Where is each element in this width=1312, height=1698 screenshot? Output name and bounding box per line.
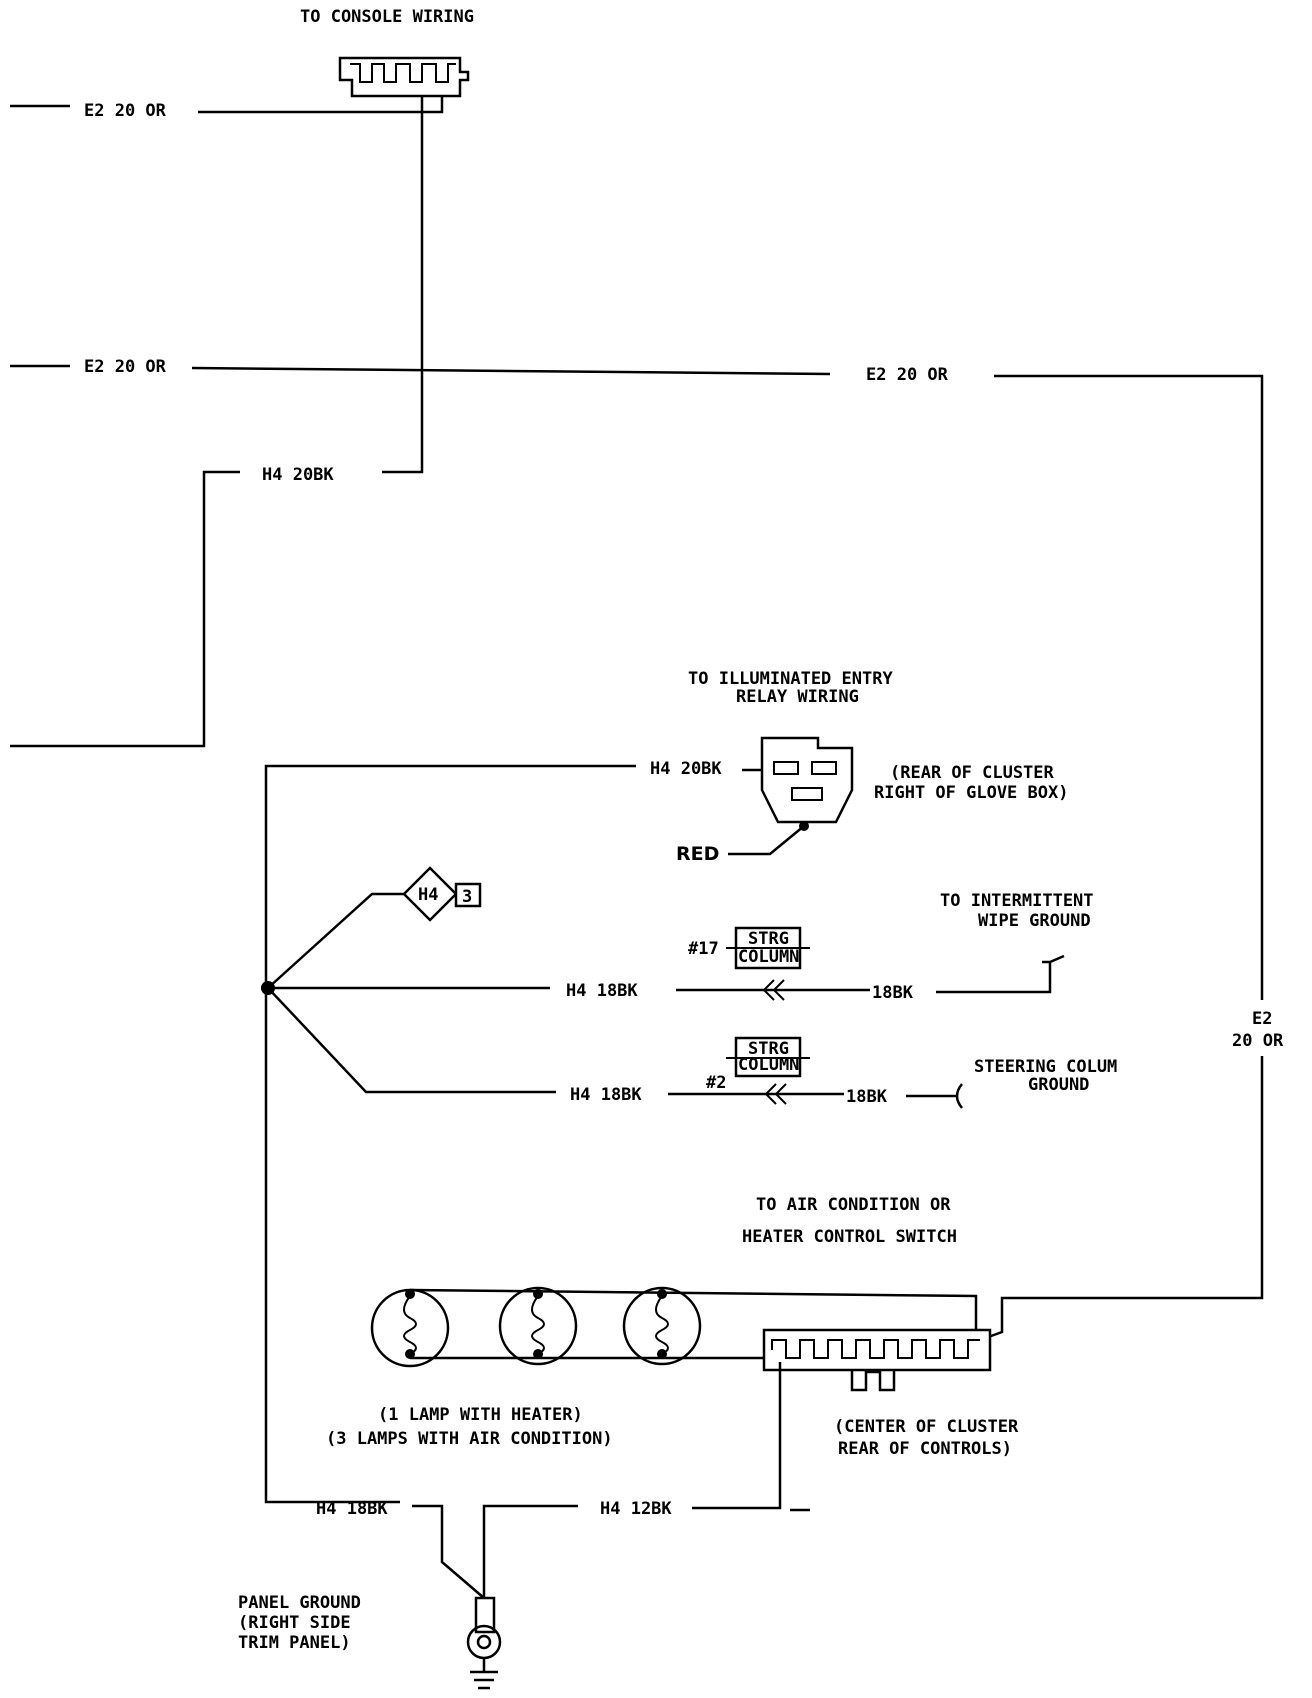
strg-col-1-label-b: COLUMN [738,947,799,967]
ac-switch-label-1: TO AIR CONDITION OR [756,1195,951,1215]
splice-marker [402,866,482,922]
wire-h4-12bk-left [482,1504,578,1598]
wire-label-e2-right: E2 20 OR [866,365,949,385]
wire-label-e2-side-2: 20 OR [1232,1031,1284,1051]
red-wire-label: RED [676,843,719,865]
lamp-2 [498,1286,578,1366]
center-cluster-label-2: REAR OF CONTROLS) [838,1439,1012,1459]
steering-ground-label-1: STEERING COLUM [974,1057,1117,1077]
wire-h4-top [10,470,240,748]
illum-entry-label-1: TO ILLUMINATED ENTRY [688,669,893,689]
wire-label-h4-20bk-top: H4 20BK [262,465,334,485]
strg-col-2-label-a: STRG [748,1039,789,1059]
wire-label-e2-top: E2 20 OR [84,101,167,121]
lamp-note-2: (3 LAMPS WITH AIR CONDITION) [326,1429,613,1449]
intermittent-label-1: TO INTERMITTENT [940,891,1094,911]
center-cluster-label-1: (CENTER OF CLUSTER [834,1417,1019,1437]
wire-label-e2-mid: E2 20 OR [84,357,167,377]
intermittent-label-2: WIPE GROUND [978,911,1091,931]
wire-splice-to-steering [267,987,556,1094]
wire-label-18bk-a: 18BK [872,983,914,1003]
illum-entry-label-2: RELAY WIRING [736,687,859,707]
splice-num-label: 3 [462,887,472,907]
wire-label-h4-18bk-b: H4 18BK [570,1085,642,1105]
wire-splice-to-diamond [267,892,404,989]
lamp-3 [622,1286,702,1366]
wire-h4-console-drop [382,96,424,474]
wire-e2-side-lower [979,1056,1264,1342]
steering-ground-label-2: GROUND [1028,1075,1089,1095]
wire-label-e2-side-1: E2 [1252,1009,1272,1029]
wire-label-h4-12bk: H4 12BK [600,1499,672,1519]
pin-2-label: #2 [706,1073,726,1093]
wire-label-18bk-b: 18BK [846,1087,888,1107]
wire-e2-top-to-connector [198,96,444,114]
strg-column-connector-2 [726,1036,810,1078]
connector-chevron-a [762,979,785,1001]
wire-e2-mid [191,366,831,376]
console-wiring-label: TO CONSOLE WIRING [300,7,474,27]
control-switch-connector [762,1328,992,1392]
wire-lamp-top-bus [409,1288,978,1340]
lamp-note-1: (1 LAMP WITH HEATER) [378,1405,583,1425]
wire-h4-relay [264,764,636,1504]
ac-switch-label-2: HEATER CONTROL SWITCH [742,1227,957,1247]
strg-column-connector-1 [726,926,810,970]
strg-col-2-label-b: COLUMN [738,1055,799,1075]
console-connector [338,56,470,98]
wire-red [728,825,805,856]
wire-label-h4-18bk-a: H4 18BK [566,981,638,1001]
strg-col-1-label-a: STRG [748,929,789,949]
panel-ground-label-1: PANEL GROUND [238,1593,361,1613]
rear-cluster-label-2: RIGHT OF GLOVE BOX) [874,783,1068,803]
wire-wipe-ground [936,954,1065,994]
wire-steering-ground [906,1083,963,1109]
panel-ground-symbol [466,1596,502,1690]
wire-label-h4-18bk-c: H4 18BK [316,1499,388,1519]
splice-id-label: H4 [418,885,438,905]
lamp-1 [370,1288,450,1368]
relay-connector [760,736,854,831]
panel-ground-label-2: (RIGHT SIDE [238,1613,351,1633]
connector-chevron-b [764,1083,787,1105]
panel-ground-label-3: TRIM PANEL) [238,1633,351,1653]
wire-e2-right-run [994,374,1264,1000]
rear-cluster-label-1: (REAR OF CLUSTER [890,763,1055,783]
wire-h4-12bk-right [692,1362,782,1510]
wire-label-h4-20bk-mid: H4 20BK [650,759,722,779]
pin-17-label: #17 [688,939,719,959]
wire-h4-18bk-c [412,1504,485,1599]
